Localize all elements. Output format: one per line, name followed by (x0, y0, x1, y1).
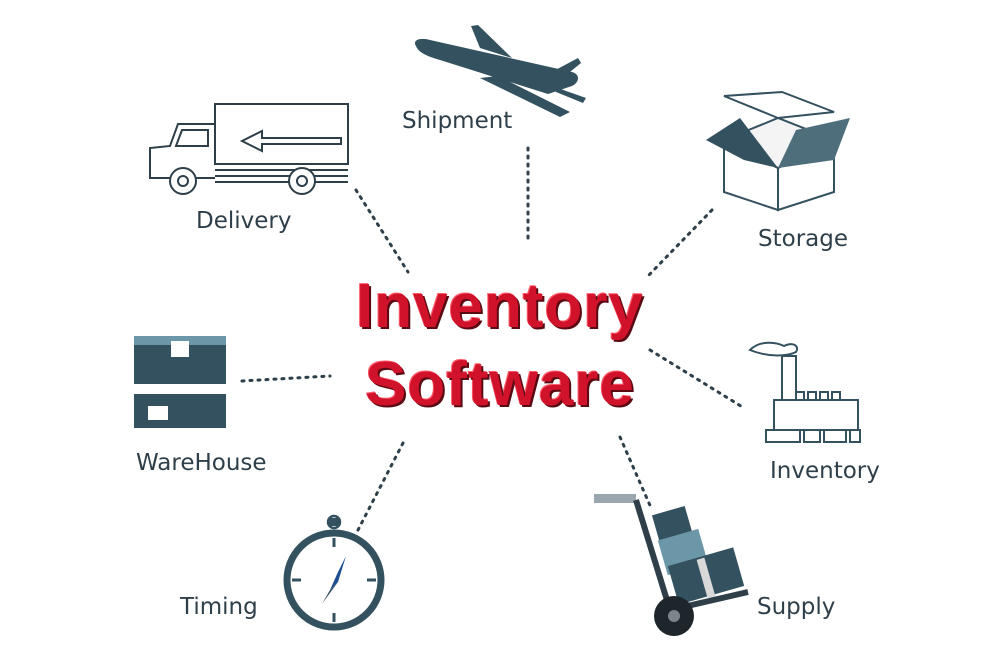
diagram-title: Inventory Software (0, 268, 1000, 424)
connector-supply (618, 435, 654, 512)
factory-icon (748, 341, 861, 443)
warehouse-boxes-icon (134, 336, 226, 428)
connector-delivery (354, 188, 410, 274)
title-line-2: Software (365, 350, 635, 419)
shipment-label: Shipment (402, 108, 513, 134)
connector-timing (356, 441, 405, 532)
truck-icon (149, 103, 349, 195)
warehouse-label: WareHouse (136, 450, 267, 476)
supply-label: Supply (757, 594, 836, 620)
airplane-icon (414, 25, 586, 117)
connector-inventory (648, 348, 746, 410)
inventory-label: Inventory (770, 458, 880, 484)
delivery-label: Delivery (196, 208, 292, 234)
connector-storage (646, 208, 714, 278)
box-icon (706, 90, 850, 212)
stopwatch-icon (283, 514, 385, 631)
connector-warehouse (240, 374, 332, 383)
title-line-1: Inventory (355, 272, 645, 341)
hand-truck-icon (594, 494, 749, 636)
storage-label: Storage (758, 226, 848, 252)
timing-label: Timing (180, 594, 258, 620)
